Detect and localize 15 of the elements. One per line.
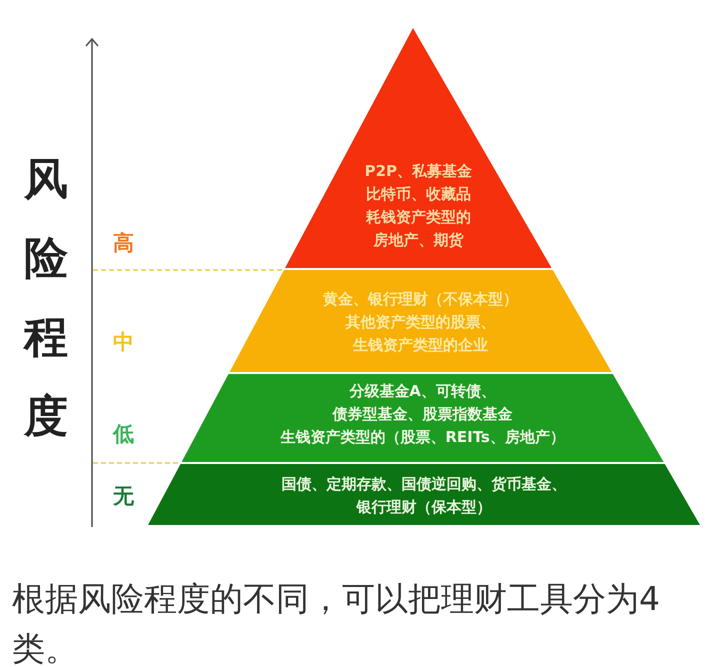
tier-text: 比特币、收藏品 <box>366 184 471 205</box>
tier-text: 其他资产类型的股票、生钱资产类型的企业 <box>344 312 497 356</box>
tier-text: 国债、定期存款、国债逆回购、货币基金、银行理财（保本型） <box>280 474 568 518</box>
tier-text: P2P、私募基金 <box>364 161 472 182</box>
caption: 根据风险程度的不同，可以把理财工具分为4类。 <box>12 578 661 667</box>
tier-text: 黄金、银行理财（不保本型） <box>323 289 518 310</box>
level-label: 无 <box>113 484 134 510</box>
tier-text: 债券型基金、股票指数基金 <box>332 404 513 425</box>
level-label: 低 <box>113 422 134 448</box>
tier-text: 生钱资产类型的（股票、REITs、房地产） <box>280 427 565 448</box>
tier-text: 耗钱资产类型的房地产、期货 <box>364 207 472 251</box>
level-label: 中 <box>113 330 134 356</box>
level-label: 高 <box>113 231 134 256</box>
tier-text: 分级基金A、可转债、 <box>349 381 496 402</box>
axis-title: 风险程度 <box>24 153 68 444</box>
